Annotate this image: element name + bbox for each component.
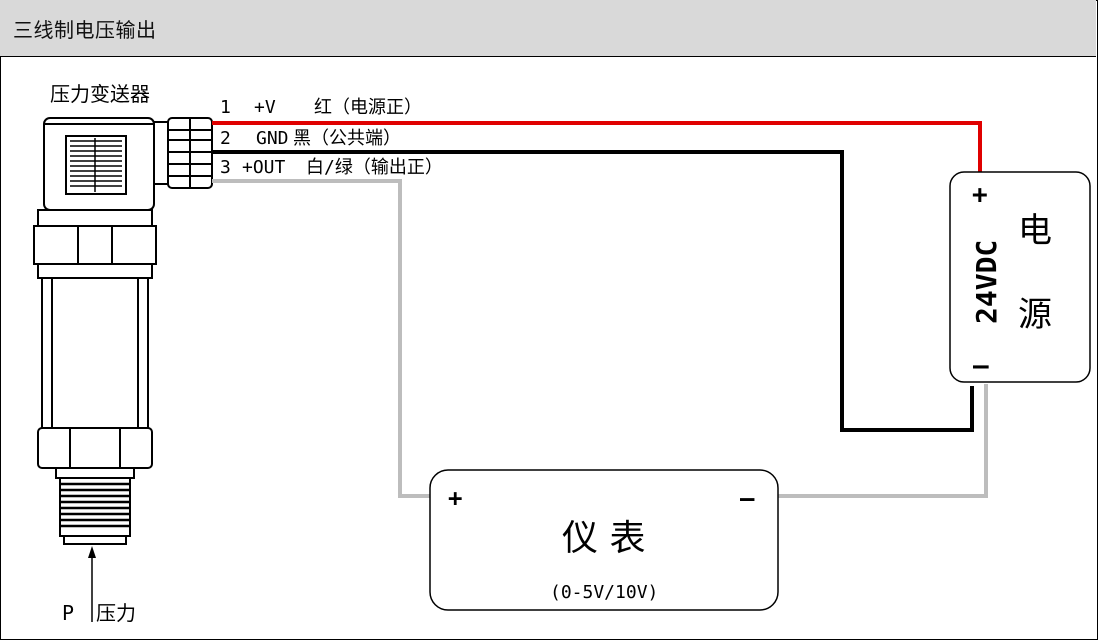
pressure-symbol: P	[62, 601, 74, 625]
power-supply-box	[949, 171, 1091, 383]
meter-title: 仪 表	[562, 518, 645, 559]
wire-2-number: 2	[220, 128, 231, 149]
wire-positive	[212, 121, 982, 176]
power-voltage: 24VDC	[970, 240, 1003, 324]
wire-output	[212, 179, 430, 498]
diagram-title: 三线制电压输出	[13, 18, 157, 42]
wire-ground	[212, 150, 974, 432]
wire-2-desc: 黑（公共端）	[293, 128, 401, 149]
wire-3-desc: 白/绿（输出正）	[306, 157, 443, 178]
meter-plus: +	[448, 484, 462, 512]
wire-return	[778, 384, 988, 498]
meter-range: (0-5V/10V)	[550, 582, 658, 603]
wire-1-desc: 红（电源正）	[314, 97, 422, 118]
title-bar: 三线制电压输出	[0, 0, 1096, 57]
power-minus: –	[973, 351, 989, 381]
pressure-label: 压力	[96, 601, 136, 625]
wire-1-name: +V	[254, 97, 276, 118]
wire-1-number: 1	[220, 97, 231, 118]
power-title-char1: 电	[1018, 211, 1052, 251]
meter-box	[429, 469, 779, 611]
power-title-char2: 源	[1018, 295, 1052, 335]
meter-minus: –	[740, 484, 755, 512]
pressure-transmitter	[33, 117, 213, 545]
transmitter-label: 压力变送器	[50, 82, 150, 106]
wire-2-name: GND	[256, 128, 289, 149]
pressure-arrow	[88, 546, 96, 622]
power-plus: +	[972, 180, 988, 210]
wire-3-number: 3	[220, 157, 231, 178]
wire-3-name: +OUT	[242, 157, 286, 178]
